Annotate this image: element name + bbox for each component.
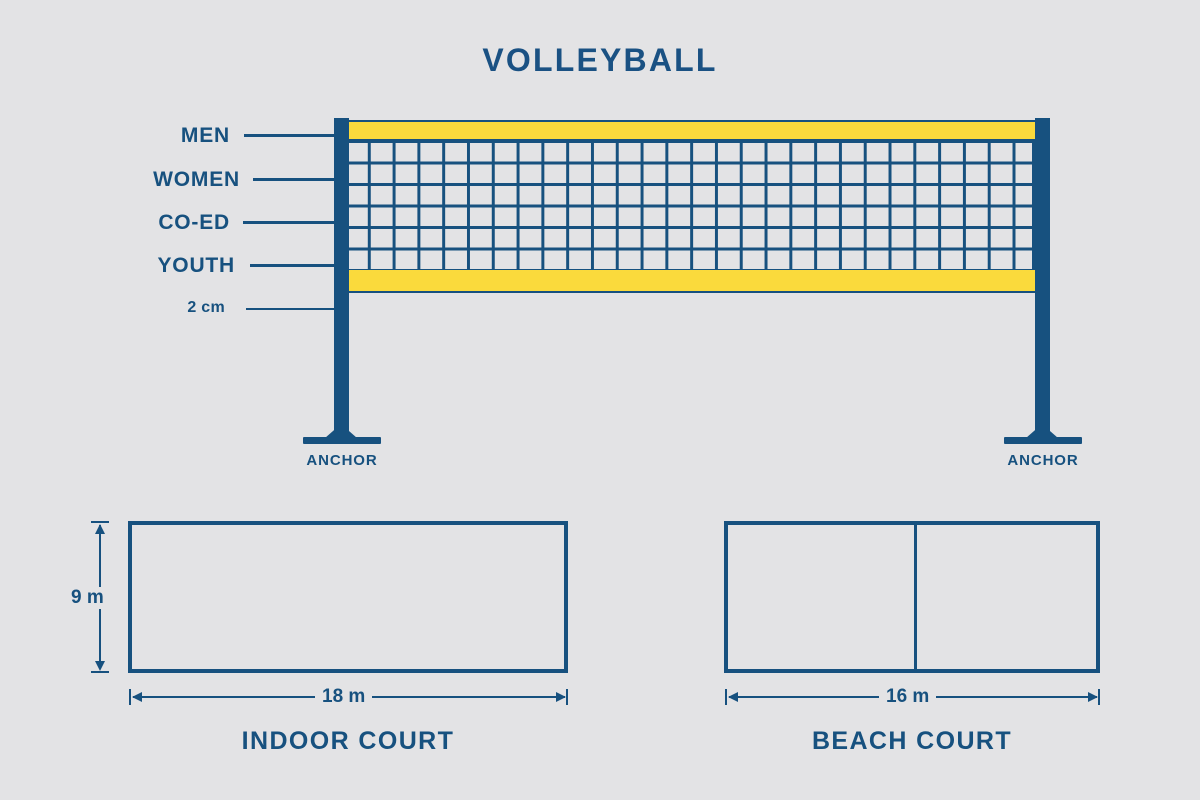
beach-width-arrow-left [728, 692, 738, 702]
net-label-coed: CO-ED [158, 211, 230, 234]
leader-line-tape-width [246, 308, 336, 310]
leader-line-coed [243, 221, 336, 224]
beach-court-outline [724, 521, 1100, 673]
indoor-height-arrow-up [95, 524, 105, 534]
indoor-height-dim-cap-bottom [91, 671, 109, 673]
leader-line-women [253, 178, 336, 181]
net-post-left [334, 118, 349, 443]
indoor-height-arrow-down [95, 661, 105, 671]
indoor-height-label: 9 m [64, 587, 111, 609]
beach-width-arrow-right [1088, 692, 1098, 702]
beach-court-center-line [914, 525, 917, 669]
indoor-height-dim-cap-top [91, 521, 109, 523]
net-body [342, 120, 1036, 293]
net-tape-top [343, 121, 1035, 140]
indoor-width-dim-cap-right [566, 689, 568, 705]
indoor-width-arrow-right [556, 692, 566, 702]
page-title: VOLLEYBALL [482, 42, 718, 78]
net-mesh-right-edge [1032, 140, 1035, 269]
beach-width-dim-cap-right [1098, 689, 1100, 705]
net-label-men: MEN [180, 124, 230, 147]
net-post-foot-left [325, 424, 357, 438]
indoor-width-arrow-left [132, 692, 142, 702]
leader-line-youth [250, 264, 336, 267]
net-post-foot-right [1026, 424, 1058, 438]
indoor-court-caption: INDOOR COURT [241, 727, 455, 755]
leader-line-men [244, 134, 336, 137]
net-post-right [1035, 118, 1050, 443]
indoor-width-dim-cap-left [129, 689, 131, 705]
indoor-court-outline [128, 521, 568, 673]
net-label-tape-width: 2 cm [187, 299, 225, 316]
beach-width-label: 16 m [879, 686, 937, 708]
net-label-women: WOMEN [153, 168, 240, 191]
indoor-width-label: 18 m [315, 686, 373, 708]
anchor-plate-left [303, 437, 381, 444]
anchor-label-right: ANCHOR [1007, 452, 1079, 469]
net-mesh [343, 140, 1035, 269]
beach-court-caption: BEACH COURT [811, 727, 1013, 755]
anchor-plate-right [1004, 437, 1082, 444]
anchor-label-left: ANCHOR [306, 452, 378, 469]
beach-width-dim-cap-left [725, 689, 727, 705]
net-label-youth: YOUTH [157, 254, 235, 277]
net-tape-bottom [343, 269, 1035, 292]
